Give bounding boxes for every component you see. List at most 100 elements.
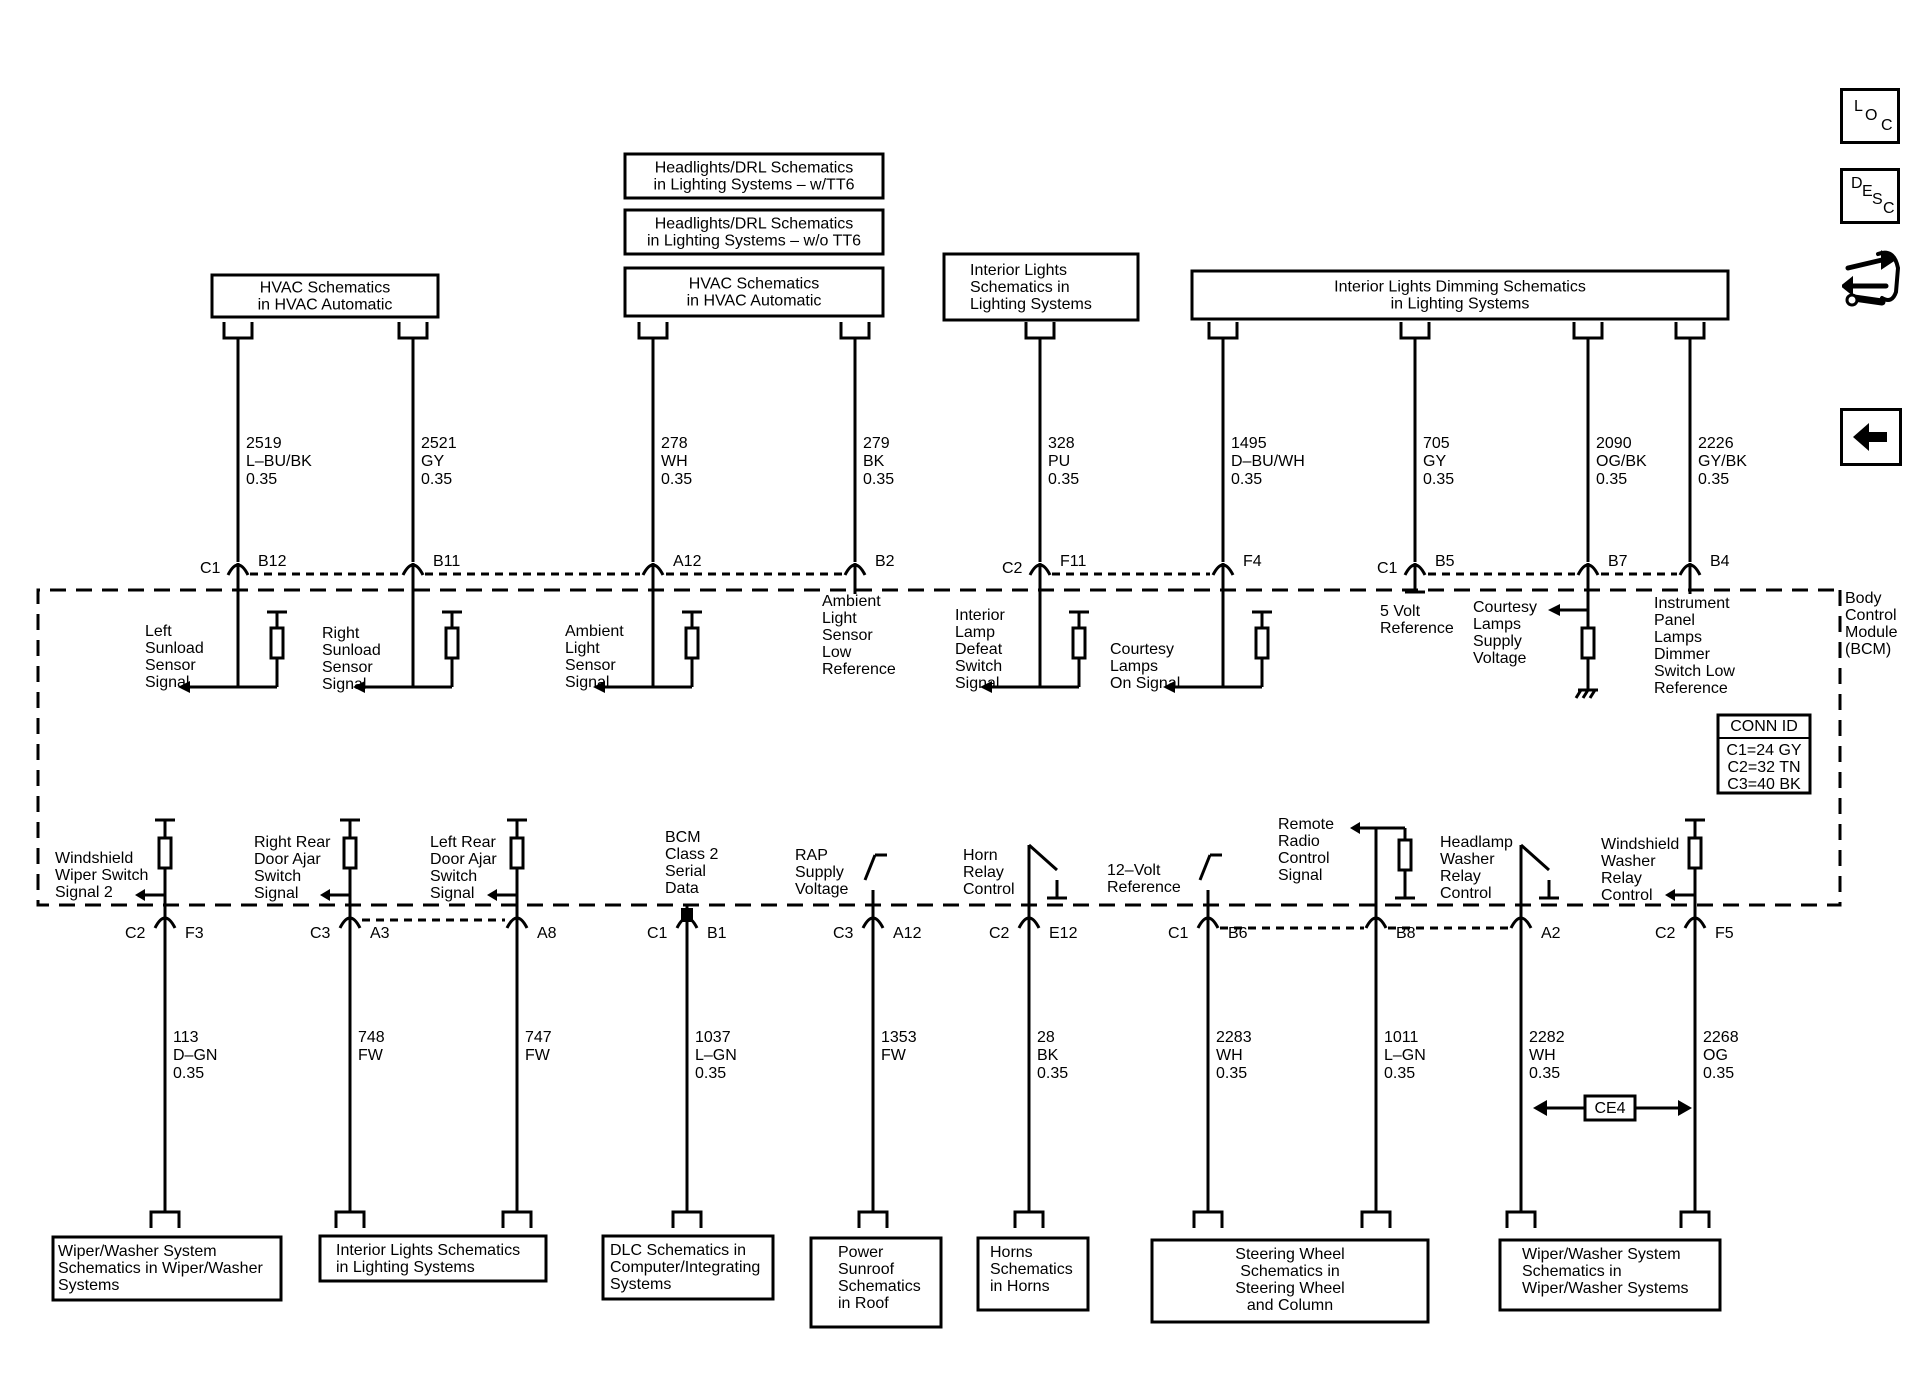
- circuit-number: 748: [358, 1029, 385, 1046]
- schematic-ref-label: in Lighting Systems – w/TT6: [654, 177, 855, 194]
- resistor-symbol: [444, 626, 460, 660]
- connector-tool-button[interactable]: [1842, 246, 1904, 312]
- pin-label: F11: [1060, 553, 1086, 570]
- back-button[interactable]: [1840, 408, 1902, 466]
- signal-label: Signal 2: [55, 884, 113, 901]
- signal-arrow: [980, 681, 992, 693]
- signal-label: Control: [963, 881, 1015, 898]
- schematic-ref-box[interactable]: [623, 208, 885, 256]
- circuit-number: 2090: [1596, 435, 1632, 452]
- connector-label: C1: [200, 560, 221, 577]
- ground-symbol: [1581, 689, 1590, 699]
- schematic-ref-label: in Lighting Systems: [336, 1259, 475, 1276]
- schematic-ref-box[interactable]: [623, 152, 885, 200]
- signal-label: Remote: [1278, 816, 1334, 833]
- schematic-ref-box[interactable]: [1190, 269, 1730, 321]
- signal-label: Switch: [254, 868, 301, 885]
- signal-label: Reference: [822, 661, 896, 678]
- schematic-ref-label: Schematics in Wiper/Washer: [58, 1260, 263, 1277]
- connector-symbol: [334, 1210, 366, 1228]
- signal-label: Voltage: [795, 881, 848, 898]
- connector-label: C2: [125, 925, 146, 942]
- schematic-ref-box[interactable]: [1498, 1238, 1722, 1312]
- signal-label: Windshield: [55, 850, 133, 867]
- schematic-ref-label: in Lighting Systems – w/o TT6: [647, 233, 861, 250]
- resistor-symbol: [1254, 626, 1270, 660]
- signal-label: On Signal: [1110, 675, 1180, 692]
- circuit-number: 328: [1048, 435, 1075, 452]
- signal-label: Lamps: [1473, 616, 1521, 633]
- connector-label: C2: [989, 925, 1010, 942]
- signal-label: Sensor: [322, 659, 373, 676]
- loc-button[interactable]: L O C: [1840, 88, 1900, 144]
- schematic-ref-label: Sunroof: [838, 1261, 895, 1278]
- conn-id-entry: C1=24 GY: [1726, 742, 1801, 759]
- schematic-ref-label: Wiper/Washer Systems: [1522, 1280, 1689, 1297]
- circuit-number: 28: [1037, 1029, 1055, 1046]
- module-label: Module: [1845, 624, 1898, 641]
- schematic-ref-box[interactable]: [51, 1235, 283, 1302]
- signal-label: Reference: [1107, 879, 1181, 896]
- signal-arrow: [1548, 604, 1560, 616]
- circuit-number: 279: [863, 435, 890, 452]
- schematic-ref-box[interactable]: [942, 252, 1140, 322]
- wire-color: GY: [1423, 453, 1446, 470]
- signal-label: Washer: [1601, 853, 1656, 870]
- ground-symbol: [1588, 689, 1597, 699]
- connector-tool-icon: [1842, 250, 1901, 307]
- connector-label: C3: [310, 925, 331, 942]
- signal-label: Signal: [322, 676, 366, 693]
- schematic-ref-box[interactable]: [623, 266, 885, 318]
- ce4-arrow-left: [1533, 1100, 1547, 1116]
- signal-label: Courtesy: [1473, 599, 1537, 616]
- pin-label: A8: [537, 925, 557, 942]
- module-label: Body: [1845, 590, 1881, 607]
- resistor-symbol: [1071, 626, 1087, 660]
- switch-contact: [1028, 843, 1058, 872]
- connector-symbol: [1024, 322, 1056, 340]
- wire-color: L–BU/BK: [246, 453, 312, 470]
- schematic-ref-label: Wiper/Washer System: [58, 1243, 217, 1260]
- wire-gauge: 0.35: [1703, 1065, 1734, 1082]
- connector-symbol: [1674, 322, 1706, 340]
- signal-label: RAP: [795, 847, 828, 864]
- desc-letter-e: E: [1862, 183, 1873, 200]
- signal-label: Horn: [963, 847, 998, 864]
- signal-arrow: [178, 681, 190, 693]
- signal-label: Washer: [1440, 851, 1495, 868]
- wire-color: BK: [863, 453, 885, 470]
- circuit-number: 113: [173, 1029, 199, 1046]
- ce4-arrow-right: [1678, 1100, 1692, 1116]
- signal-label: Supply: [1473, 633, 1522, 650]
- schematic-ref-box[interactable]: [809, 1236, 943, 1329]
- schematic-ref-box[interactable]: [976, 1236, 1090, 1312]
- circuit-number: 2268: [1703, 1029, 1739, 1046]
- schematic-ref-label: HVAC Schematics: [689, 276, 819, 293]
- wire-gauge: 0.35: [246, 471, 277, 488]
- connector-symbol: [1399, 322, 1431, 340]
- schematic-ref-box[interactable]: [210, 273, 440, 319]
- pin-label: A2: [1541, 925, 1561, 942]
- desc-button[interactable]: D E S C: [1840, 168, 1900, 224]
- schematic-ref-box[interactable]: [1150, 1238, 1430, 1324]
- wire-color: L–GN: [1384, 1047, 1426, 1064]
- connector-symbol: [1360, 1210, 1392, 1228]
- circuit-number: 2521: [421, 435, 457, 452]
- wire-color: FW: [358, 1047, 384, 1064]
- schematic-ref-box[interactable]: [318, 1234, 548, 1283]
- wire-gauge: 0.35: [863, 471, 894, 488]
- wire-gauge: 0.35: [695, 1065, 726, 1082]
- schematic-ref-label: Headlights/DRL Schematics: [655, 160, 854, 177]
- signal-label: Serial: [665, 863, 706, 880]
- signal-label: Left: [145, 623, 172, 640]
- signal-label: 5 Volt: [1380, 603, 1421, 620]
- schematic-ref-label: Schematics in: [1240, 1263, 1340, 1280]
- schematic-ref-box[interactable]: [601, 1234, 775, 1301]
- connector-symbol: [671, 1210, 703, 1228]
- circuit-number: 1495: [1231, 435, 1267, 452]
- pin-label: B11: [433, 553, 460, 570]
- signal-label: Supply: [795, 864, 844, 881]
- pin-label: B4: [1710, 553, 1730, 570]
- resistor-symbol: [1687, 836, 1703, 870]
- signal-label: Data: [665, 880, 699, 897]
